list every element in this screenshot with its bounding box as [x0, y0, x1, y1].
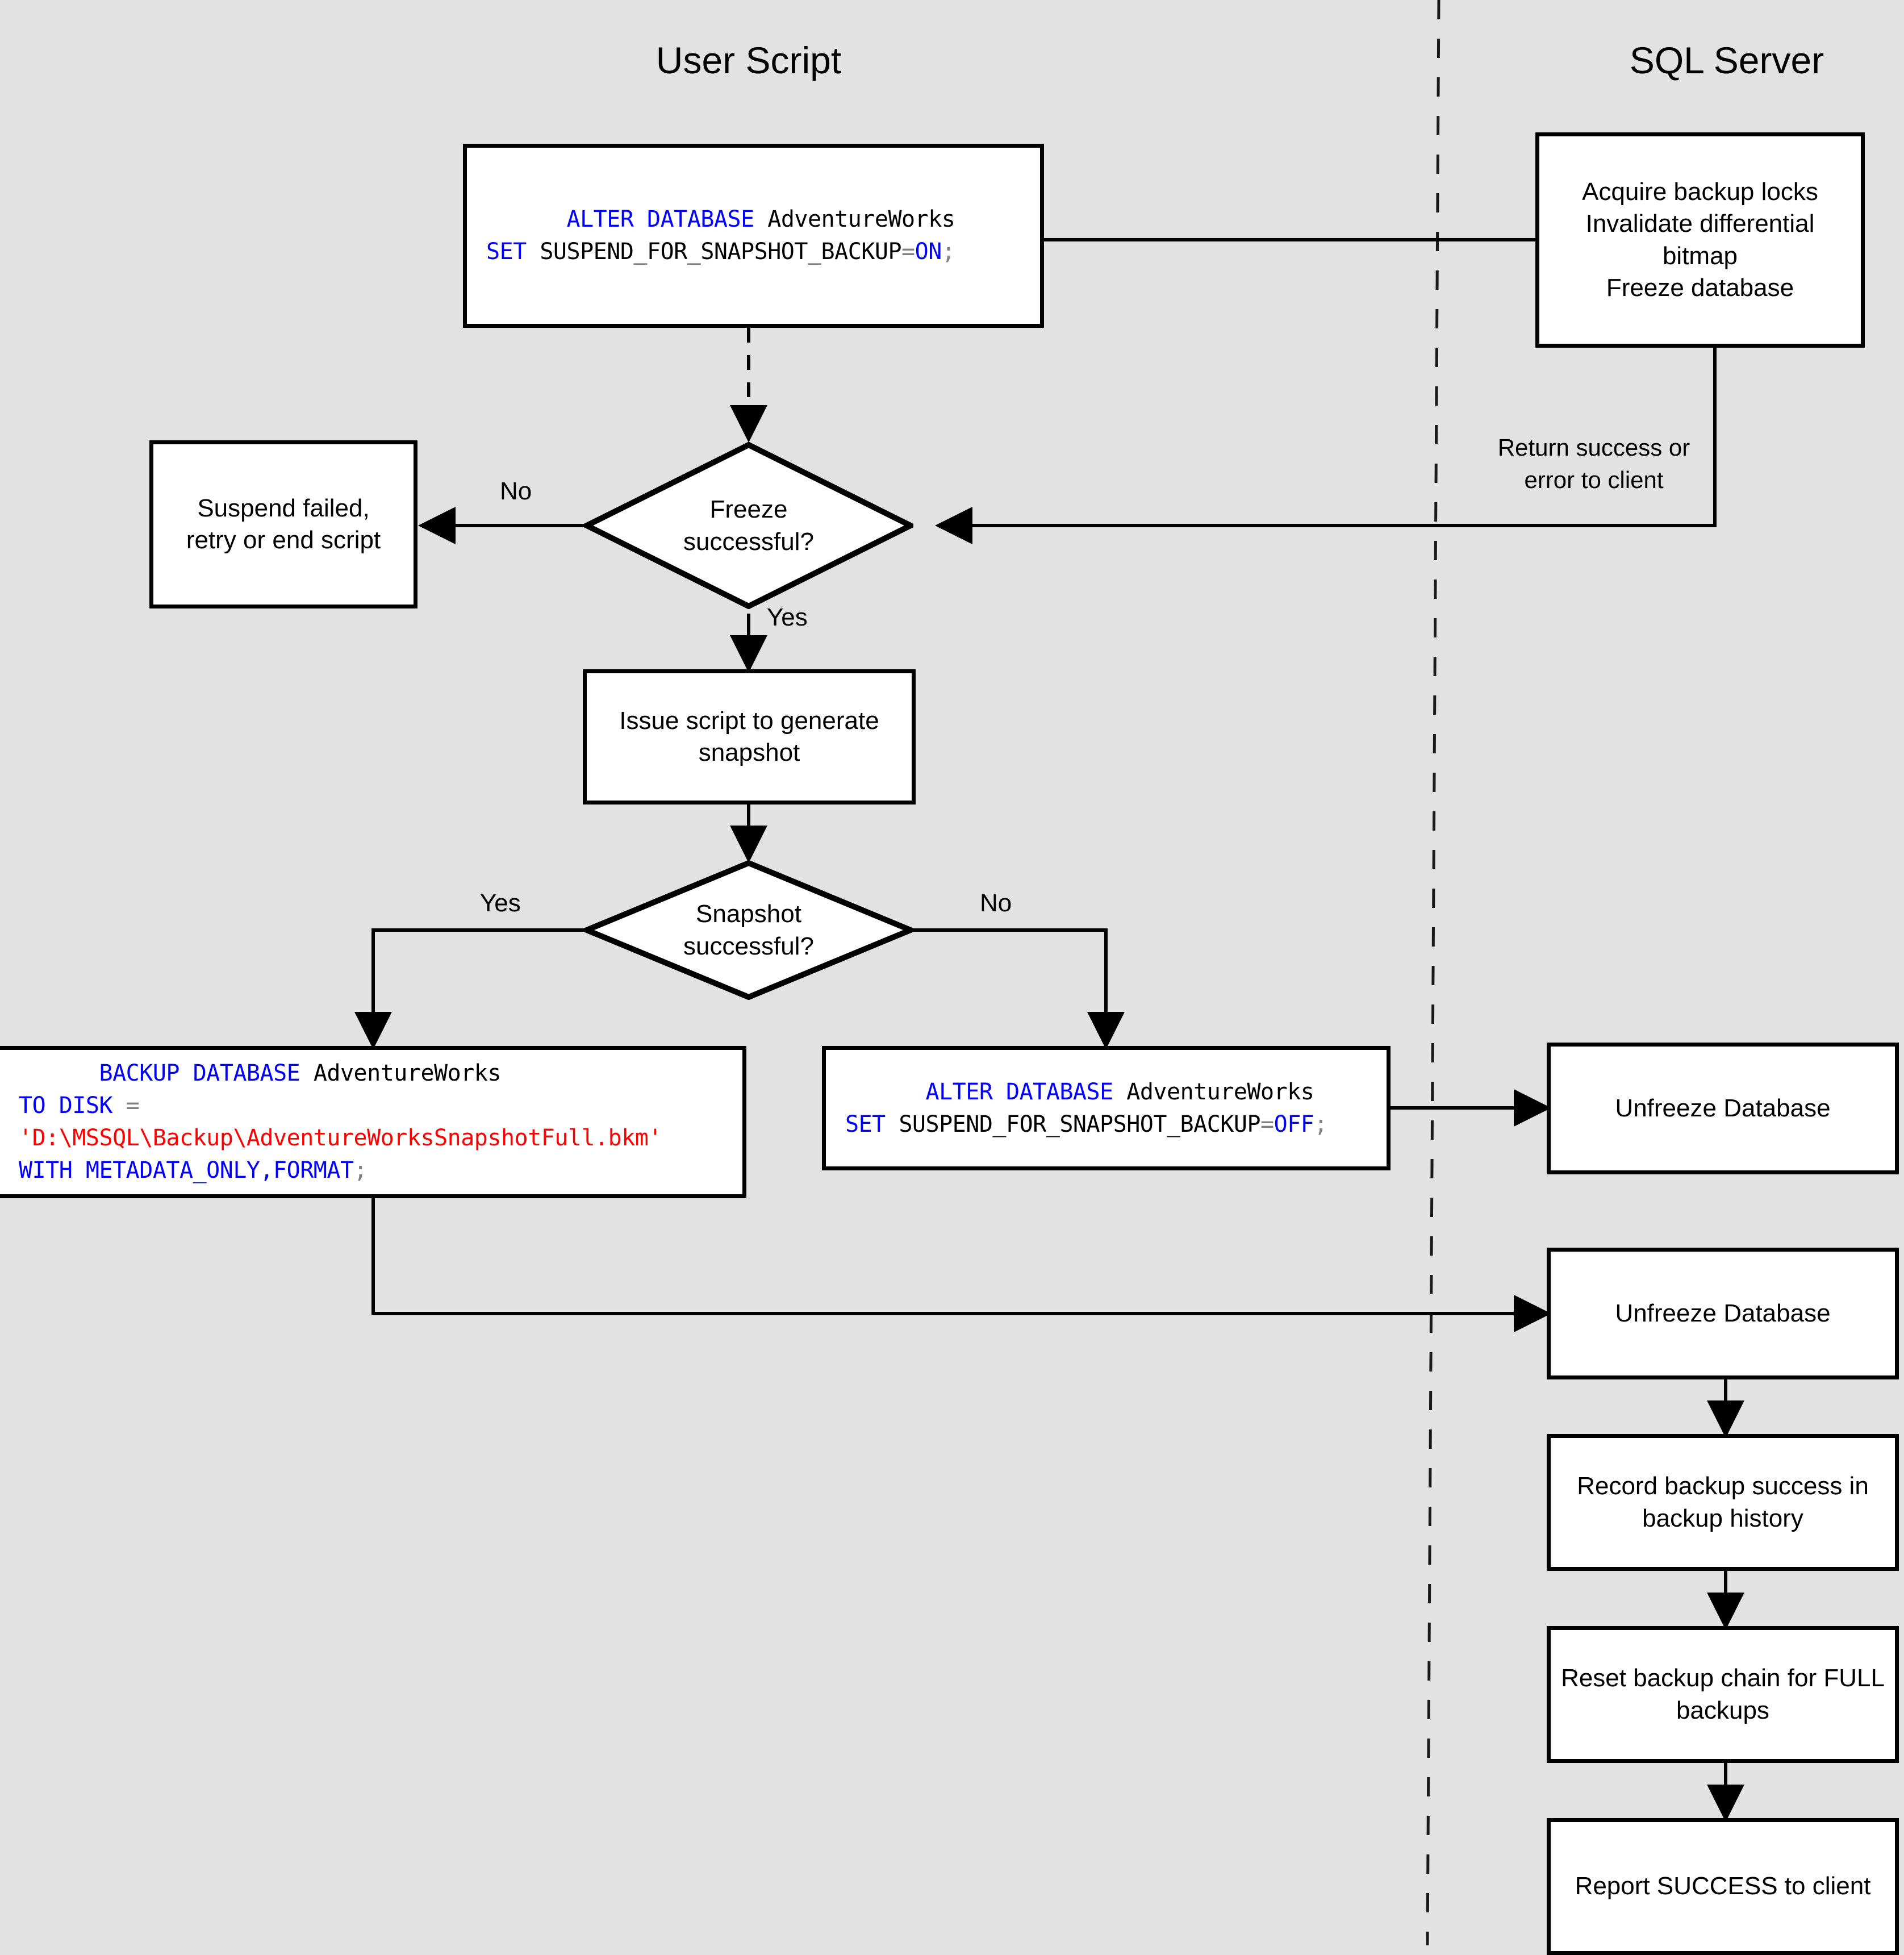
node-unfreeze-database-2[interactable]: Unfreeze Database [1547, 1248, 1899, 1379]
edge-label-freeze-no: No [500, 477, 532, 505]
node-report-success[interactable]: Report SUCCESS to client [1547, 1818, 1899, 1955]
code-box-alter-suspend-off[interactable]: ALTER DATABASE AdventureWorks SET SUSPEN… [822, 1046, 1391, 1170]
node-label-suspend-failed: Suspend failed, retry or end script [186, 494, 381, 554]
node-label-acquire-backup-locks: Acquire backup locks Invalidate differen… [1582, 177, 1818, 302]
node-label-report-success: Report SUCCESS to client [1575, 1872, 1871, 1900]
decision-freeze-successful[interactable]: Freeze successful? [584, 442, 913, 609]
node-acquire-backup-locks[interactable]: Acquire backup locks Invalidate differen… [1535, 132, 1865, 348]
decision-snapshot-successful[interactable]: Snapshot successful? [584, 860, 913, 1000]
node-label-reset-backup-chain: Reset backup chain for FULL backups [1561, 1664, 1885, 1724]
edge-label-snapshot-no: No [980, 889, 1012, 917]
edge-snapshot-no [909, 928, 1125, 1049]
node-reset-backup-chain[interactable]: Reset backup chain for FULL backups [1547, 1626, 1899, 1763]
edge-label-snapshot-yes: Yes [480, 889, 521, 917]
code-box-alter-suspend-on[interactable]: ALTER DATABASE AdventureWorks SET SUSPEN… [463, 144, 1044, 328]
diamond-shape-snapshot [584, 860, 913, 1000]
diamond-shape-freeze [584, 442, 913, 609]
edge-label-freeze-yes: Yes [767, 603, 808, 631]
node-label-record-backup-success: Record backup success in backup history [1577, 1472, 1869, 1532]
node-suspend-failed[interactable]: Suspend failed, retry or end script [149, 440, 417, 608]
code-text-alter-suspend-off: ALTER DATABASE AdventureWorks SET SUSPEN… [845, 1078, 1327, 1137]
node-label-unfreeze-database-2: Unfreeze Database [1615, 1299, 1831, 1327]
code-text-backup-database: BACKUP DATABASE AdventureWorks TO DISK =… [19, 1060, 662, 1183]
lane-title-sql-server: SQL Server [1629, 39, 1824, 81]
code-box-backup-database[interactable]: BACKUP DATABASE AdventureWorks TO DISK =… [0, 1046, 746, 1198]
decision-label-freeze-successful: Freeze successful? [683, 495, 814, 556]
lane-title-user-script: User Script [655, 39, 842, 81]
node-issue-script[interactable]: Issue script to generate snapshot [583, 669, 916, 804]
node-label-unfreeze-database-1: Unfreeze Database [1615, 1094, 1831, 1122]
node-label-issue-script: Issue script to generate snapshot [619, 706, 879, 766]
node-record-backup-success[interactable]: Record backup success in backup history [1547, 1434, 1899, 1571]
node-unfreeze-database-1[interactable]: Unfreeze Database [1547, 1043, 1899, 1174]
annotation-return-to-client: Return success or error to client [1497, 434, 1690, 493]
decision-label-snapshot-successful: Snapshot successful? [683, 899, 814, 960]
code-text-alter-suspend-on: ALTER DATABASE AdventureWorks SET SUSPEN… [486, 206, 955, 265]
lane-divider [1426, 0, 1440, 1945]
